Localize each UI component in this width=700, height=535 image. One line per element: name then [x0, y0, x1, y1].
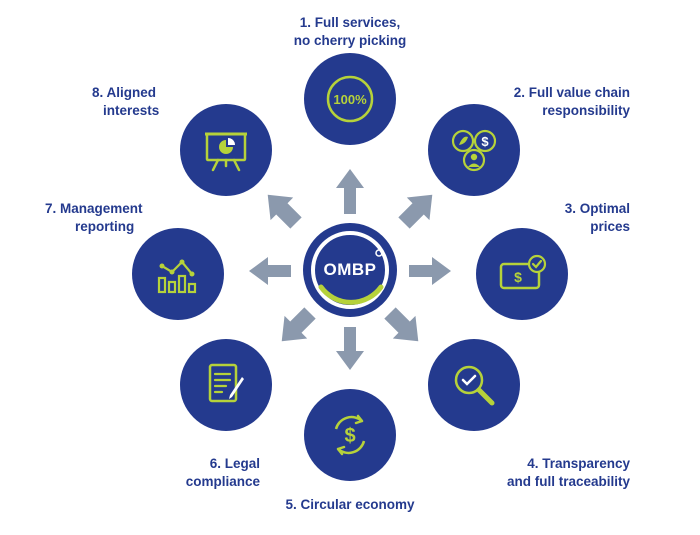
label-node-2-line-1: 2. Full value chain — [513, 85, 630, 100]
label-node-8: 8. Aligned interests — [92, 84, 212, 120]
label-node-7-line-1: 7. Management — [45, 201, 143, 216]
price-tag-check-icon: $ — [499, 254, 547, 290]
svg-text:$: $ — [344, 425, 355, 447]
label-node-1-line-2: no cherry picking — [293, 33, 407, 48]
arrow-down-left — [281, 307, 316, 342]
circular-dollar-icon: $ — [334, 414, 366, 456]
bar-chart-trend-icon — [157, 259, 197, 294]
arrow-up-right — [398, 194, 433, 229]
label-node-2: 2. Full value chain responsibility — [480, 84, 630, 120]
label-node-5-line-1: 5. Circular economy — [285, 497, 415, 512]
arrow-up-left — [267, 194, 302, 229]
svg-text:$: $ — [481, 134, 489, 149]
label-node-3-line-2: prices — [590, 219, 630, 234]
ombp-logo-text: OMBP — [323, 260, 377, 279]
document-pen-icon — [208, 363, 244, 403]
label-node-4-line-1: 4. Transparency — [527, 456, 630, 471]
badge-100-text: 100% — [333, 92, 367, 107]
arrow-left — [249, 257, 291, 285]
label-node-5: 5. Circular economy — [255, 496, 445, 514]
arrow-up — [336, 169, 364, 214]
center-ring-icon — [311, 231, 389, 309]
node-legal-compliance — [180, 339, 272, 431]
magnifier-check-icon — [454, 365, 495, 406]
percent-100-icon: 100% — [326, 75, 374, 123]
label-node-3: 3. Optimal prices — [500, 200, 630, 236]
label-node-8-line-2: interests — [103, 103, 160, 118]
node-optimal-prices: $ — [476, 228, 568, 320]
arrow-right — [409, 257, 451, 285]
label-node-3-line-1: 3. Optimal — [564, 201, 630, 216]
label-node-2-line-2: responsibility — [542, 103, 630, 118]
arrow-down-right — [384, 307, 419, 342]
label-node-7: 7. Management reporting — [45, 200, 185, 236]
label-node-4: 4. Transparency and full traceability — [440, 455, 630, 491]
svg-text:$: $ — [514, 269, 522, 285]
label-node-6: 6. Legal compliance — [130, 455, 260, 491]
node-full-services: 100% — [304, 53, 396, 145]
label-node-8-line-1: 8. Aligned — [92, 85, 157, 100]
label-node-1: 1. Full services, no cherry picking — [263, 14, 437, 50]
label-node-1-line-1: 1. Full services, — [299, 15, 401, 30]
label-node-4-line-2: and full traceability — [506, 474, 630, 489]
arrow-down — [336, 327, 364, 370]
center-hub: OMBP — [303, 223, 397, 317]
node-management-reporting — [132, 228, 224, 320]
node-transparency — [428, 339, 520, 431]
node-circular-economy: $ — [304, 389, 396, 481]
value-chain-icon: $ — [451, 129, 497, 172]
label-node-7-line-2: reporting — [75, 219, 135, 234]
node-value-chain: $ — [428, 104, 520, 196]
label-node-6-line-1: 6. Legal — [209, 456, 260, 471]
label-node-6-line-2: compliance — [185, 474, 260, 489]
node-aligned-interests — [180, 104, 272, 196]
presentation-board-icon — [205, 132, 247, 172]
